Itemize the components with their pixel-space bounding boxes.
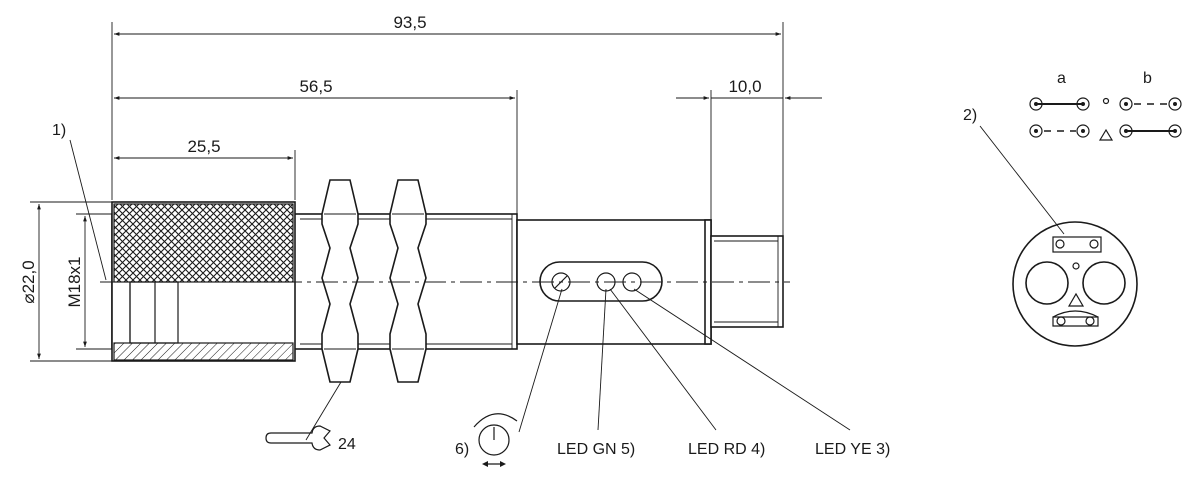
connector-length-value: 10,0 <box>728 77 761 96</box>
mounting-nut-2 <box>389 179 427 383</box>
wrench-icon <box>265 425 331 451</box>
led-gn-callout: LED GN 5) <box>557 288 635 458</box>
dimension-connector-length: 10,0 <box>676 77 822 220</box>
body-length-value: 56,5 <box>299 77 332 96</box>
led-ye-callout: LED YE 3) <box>633 288 890 458</box>
dimension-overall-length: 93,5 <box>111 13 784 236</box>
pin-label-b: b <box>1143 70 1152 87</box>
callout-1-label: 1) <box>52 122 66 139</box>
dimension-outer-diameter: ⌀22,0 <box>19 201 112 362</box>
thread-value: M18x1 <box>65 256 84 307</box>
adjust-knob-icon <box>478 424 510 456</box>
wrench-size-label: 24 <box>338 436 356 453</box>
pin-label-a: a <box>1057 70 1066 87</box>
dimension-body-length: 56,5 <box>114 77 518 214</box>
led-gn-label: LED GN 5) <box>557 441 635 458</box>
connector-face-view <box>1012 221 1138 347</box>
led-ye-label: LED YE 3) <box>815 441 890 458</box>
pin-diagram: a b <box>1029 70 1182 141</box>
dimension-cap-length: 25,5 <box>114 137 296 200</box>
overall-length-value: 93,5 <box>393 13 426 32</box>
callout-6: 6) <box>455 288 563 467</box>
callout-6-label: 6) <box>455 441 469 458</box>
led-rd-label: LED RD 4) <box>688 441 765 458</box>
led-rd-callout: LED RD 4) <box>609 288 765 458</box>
callout-2: 2) <box>963 107 1065 235</box>
cap-section-hatch <box>113 342 294 361</box>
callout-1: 1) <box>52 122 107 281</box>
dimension-thread: M18x1 <box>65 213 130 350</box>
knurled-cap <box>113 203 294 283</box>
outer-diameter-value: ⌀22,0 <box>19 260 38 303</box>
diameter-symbol: ⌀ <box>19 293 38 303</box>
rotate-arc-icon <box>473 413 518 428</box>
wrench-callout: 24 <box>265 381 356 453</box>
cap-length-value: 25,5 <box>187 137 220 156</box>
callout-2-label: 2) <box>963 107 977 124</box>
outer-diameter-number: 22,0 <box>19 260 38 293</box>
mounting-nut-1 <box>321 179 359 383</box>
